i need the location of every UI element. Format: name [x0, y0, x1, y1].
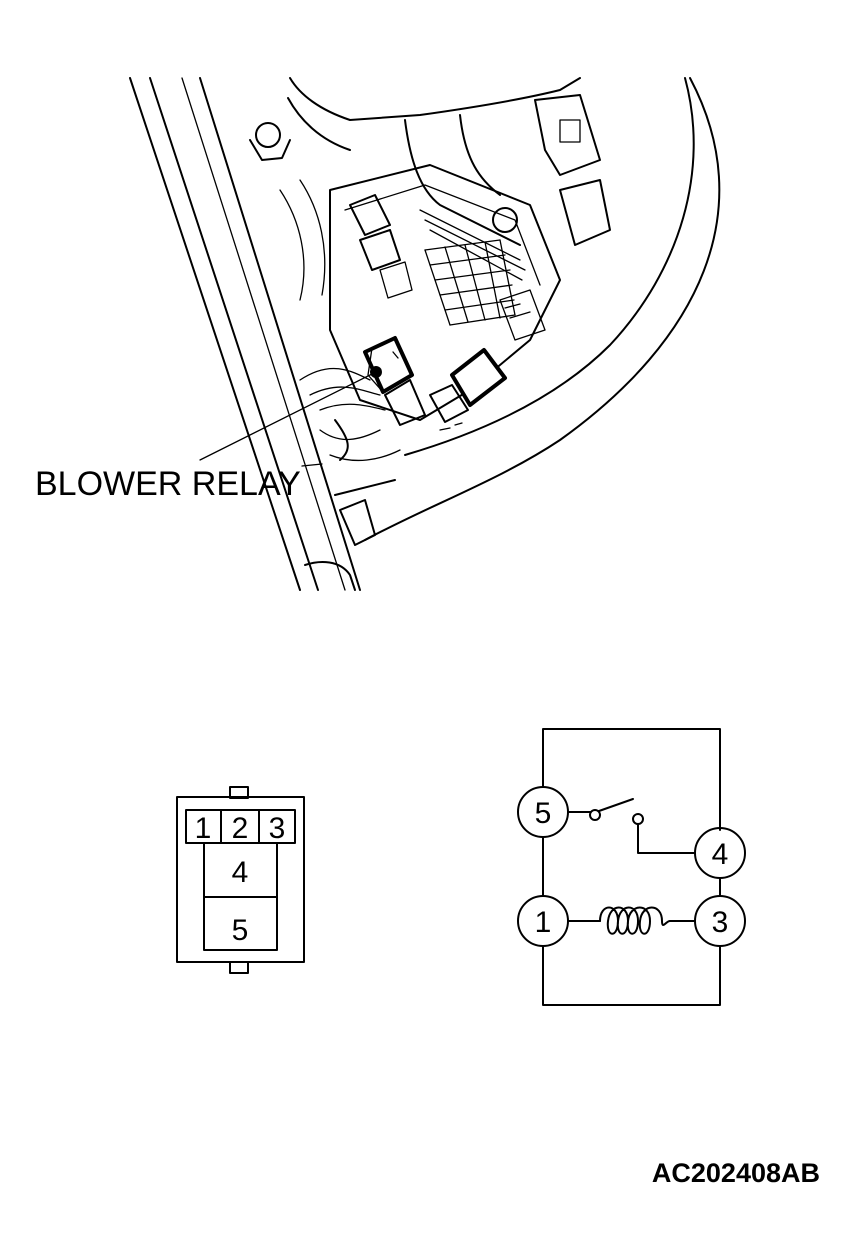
relay-switch — [567, 798, 696, 854]
callout-leader-line — [199, 371, 377, 461]
fuse-grid — [424, 239, 546, 341]
relay-coil — [567, 906, 696, 935]
terminal-1 — [517, 895, 569, 947]
terminal-5 — [517, 786, 569, 838]
pin-5-label: 5 — [232, 914, 249, 947]
blower-relay — [363, 336, 414, 394]
relay-connector-pinout: 1 2 3 4 5 — [176, 786, 305, 974]
blower-relay-label: BLOWER RELAY — [35, 465, 301, 503]
terminal-1-label: 1 — [535, 906, 552, 939]
terminal-5-label: 5 — [535, 797, 552, 830]
pin-1-label: 1 — [195, 812, 212, 845]
dash-panel-illustration: BLOWER RELAY — [35, 77, 721, 591]
terminal-4-label: 4 — [712, 838, 729, 871]
relay-schematic: 5 4 1 3 — [517, 728, 746, 1006]
pin-4-label: 4 — [232, 856, 249, 889]
terminal-3 — [694, 895, 746, 947]
figure-id: AC202408AB — [652, 1158, 820, 1188]
pin-2-label: 2 — [232, 812, 249, 845]
terminal-3-label: 3 — [712, 906, 729, 939]
pin-3-label: 3 — [269, 812, 286, 845]
terminal-4 — [694, 827, 746, 879]
